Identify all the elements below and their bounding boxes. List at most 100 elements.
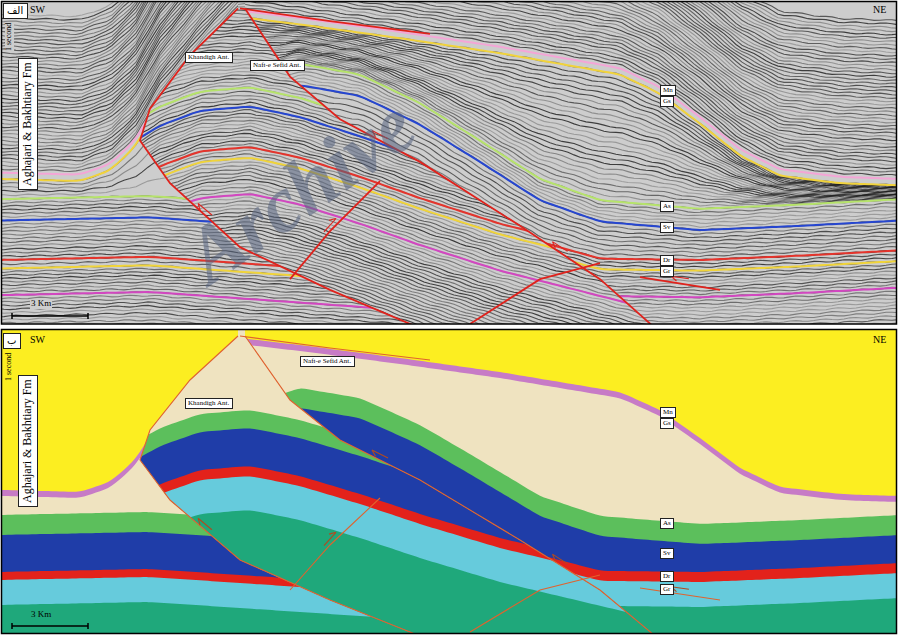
thrust-block <box>2 338 896 633</box>
gr-horizon <box>2 144 896 270</box>
seismic-reflector <box>2 178 896 304</box>
panel-frame <box>2 330 897 634</box>
seismic-reflector <box>2 155 896 281</box>
panel-letter-text: الف <box>7 5 24 17</box>
dr-horizon-fill <box>2 454 896 633</box>
seismic-reflector <box>2 293 896 324</box>
seismic-reflector <box>2 2 896 169</box>
panel-letter: ب <box>3 333 21 349</box>
seismic-reflector <box>2 317 896 324</box>
scale-bar <box>12 313 88 319</box>
gs-horizon-fill <box>2 344 896 633</box>
direction-label: NE <box>872 334 887 345</box>
anticline-label: Naft-e Sefid Ant. <box>300 356 355 367</box>
horizon-label-text: Gr <box>663 267 671 275</box>
seismic-reflector <box>2 218 896 324</box>
seismic-reflector <box>2 318 896 324</box>
seismic-reflector <box>2 92 896 234</box>
horizon-label: Gs <box>660 96 674 107</box>
gs-horizon-fill <box>2 341 896 633</box>
horizon-label-text: Gs <box>663 419 671 427</box>
mn-horizon <box>2 11 896 179</box>
seismic-reflector <box>2 256 896 324</box>
seismic-reflector <box>2 269 896 324</box>
seismic-reflector <box>2 69 896 213</box>
time-scale-label: 1 second <box>5 22 14 52</box>
seismic-reflector <box>2 248 896 324</box>
seismic-reflector <box>2 311 896 324</box>
horizon-label-text: As <box>663 202 671 210</box>
horizon-label: Gr <box>660 584 674 595</box>
seismic-reflector <box>2 234 896 324</box>
seismic-reflector <box>2 308 896 324</box>
seismic-reflector <box>2 2 896 71</box>
seismic-reflector <box>2 227 896 324</box>
seismic-reflector <box>2 304 896 324</box>
seismic-reflector <box>2 239 896 324</box>
fault-line <box>640 588 720 600</box>
formation-box: Aghajari & Bakhtiary Fm <box>18 375 38 507</box>
seismic-reflector <box>2 121 896 253</box>
seismic-reflector <box>2 281 896 324</box>
horizon-label-text: Sv <box>663 223 671 231</box>
formation-box-text: Aghajari & Bakhtiary Fm <box>21 379 35 503</box>
seismic-reflector <box>2 287 896 324</box>
seismic-reflector <box>2 2 896 74</box>
seismic-reflector <box>2 167 896 294</box>
anticline-label: Khandigh Ant. <box>185 52 233 63</box>
horizon-label: Mn <box>660 407 676 418</box>
seismic-reflector <box>2 283 896 324</box>
seismic-reflector <box>2 181 896 308</box>
formation-box-text: Aghajari & Bakhtiary Fm <box>21 62 35 186</box>
seismic-reflector <box>2 151 896 278</box>
seismic-reflector <box>2 50 896 196</box>
mn-horizon-fill <box>2 335 896 633</box>
slip-arrow <box>671 276 689 282</box>
seismic-reflector <box>2 44 896 193</box>
seismic-reflector <box>2 98 896 237</box>
sv-horizon <box>2 86 896 230</box>
seismic-reflector <box>2 209 896 324</box>
horizon-label: As <box>660 201 674 212</box>
seismic-reflector <box>2 217 896 324</box>
time-scale-label: 1 second <box>5 352 14 382</box>
seismic-reflector <box>2 175 896 301</box>
anticline-label: Khandigh Ant. <box>185 398 233 409</box>
seismic-reflector <box>2 192 896 319</box>
distance-scale-label: 3 Km <box>30 299 52 309</box>
seismic-reflector <box>2 128 896 257</box>
horizon-label: Mn <box>660 85 676 96</box>
seismic-reflector <box>2 115 896 249</box>
slip-arrow <box>321 530 336 546</box>
horizon-label: Dr <box>660 255 674 266</box>
gs-horizon-fill <box>2 330 896 633</box>
seismic-reflector <box>2 40 896 192</box>
seismic-reflector <box>2 296 896 324</box>
horizon-label-text: Mn <box>663 86 673 94</box>
base-horizon-fill <box>2 489 896 633</box>
seismic-reflector <box>2 144 896 271</box>
seismic-reflector <box>2 279 896 324</box>
panel-frame <box>2 2 897 325</box>
seismic-reflector <box>2 109 896 245</box>
direction-label: NE <box>872 4 887 15</box>
seismic-panel <box>2 2 896 324</box>
seismic-reflector <box>2 314 896 324</box>
seismic-reflector <box>2 171 896 298</box>
direction-label: SW <box>29 334 46 345</box>
seismic-reflector <box>2 2 896 130</box>
fault-line <box>290 498 380 590</box>
seismic-reflector <box>2 205 896 324</box>
seismic-reflector <box>2 72 896 216</box>
seismic-reflector <box>2 2 896 49</box>
seismic-reflector <box>2 6 896 176</box>
seismic-reflector <box>2 299 896 324</box>
seismic-reflector <box>2 272 896 324</box>
horizon-label: Dr <box>660 571 674 582</box>
seismic-reflector <box>2 110 896 228</box>
slip-arrow <box>196 518 212 533</box>
base-horizon <box>2 194 896 311</box>
seismic-reflector <box>2 297 896 324</box>
horizon-label-text: Mn <box>663 408 673 416</box>
